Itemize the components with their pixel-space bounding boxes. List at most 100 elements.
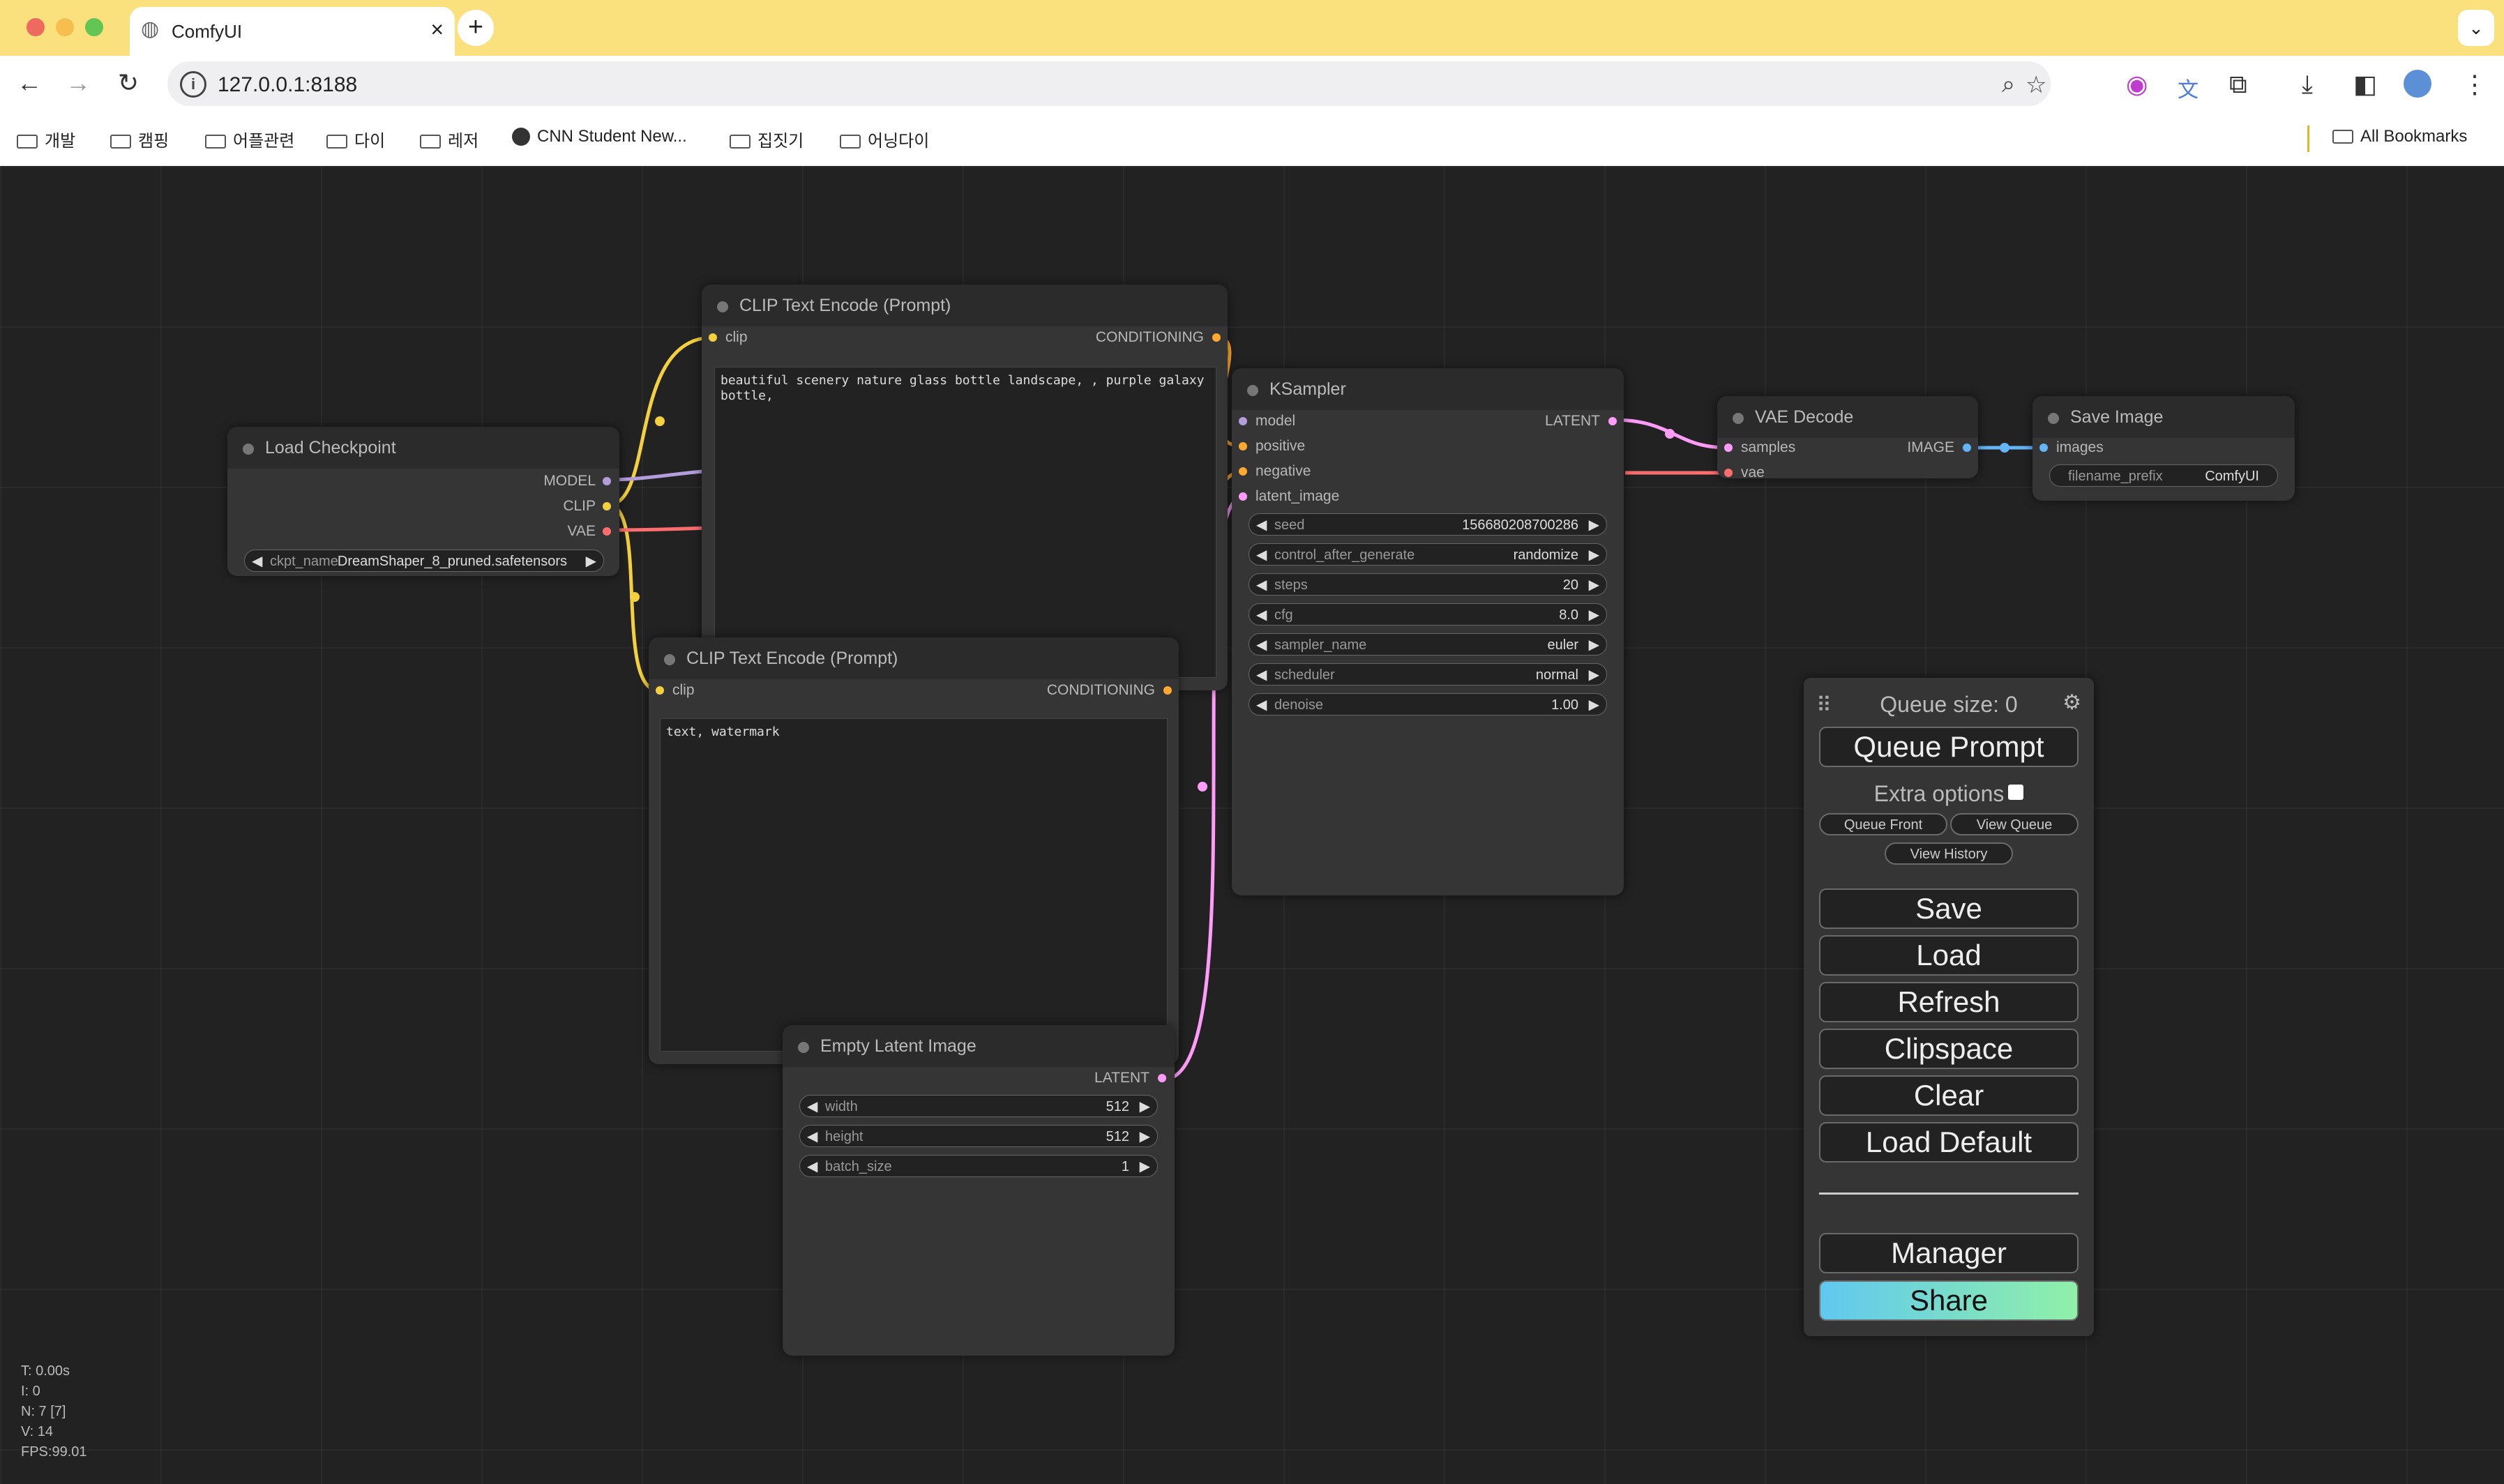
tab-close-icon[interactable]: × [430,17,444,42]
bookmark-star-icon[interactable]: ☆ [2026,72,2047,98]
input-clip-socket[interactable] [709,333,717,342]
new-tab-button[interactable]: + [458,10,494,46]
increment-arrow-icon[interactable]: ▶ [585,554,596,569]
node-title-bar[interactable]: CLIP Text Encode (Prompt) [702,285,1228,326]
gear-icon[interactable]: ⚙ [2062,691,2081,714]
decrement-arrow-icon[interactable]: ◀ [252,554,263,569]
decrement-arrow-icon[interactable]: ◀ [1256,547,1267,563]
bookmark-folder-7[interactable]: 어닝다이 [840,127,929,151]
node-vae-decode[interactable]: VAE Decode samples vae IMAGE [1717,396,1978,480]
refresh-button[interactable]: Refresh [1819,982,2079,1022]
increment-arrow-icon[interactable]: ▶ [1139,1099,1150,1114]
widget-steps[interactable]: ◀ steps 20 ▶ [1249,573,1607,596]
output-latent-socket[interactable] [1608,417,1617,425]
view-history-button[interactable]: View History [1885,842,2013,865]
input-positive-socket[interactable] [1239,442,1247,450]
widget-width[interactable]: ◀ width 512 ▶ [799,1095,1158,1117]
node-save-image[interactable]: Save Image images filename_prefix ComfyU… [2032,396,2295,501]
prompt-textarea[interactable]: text, watermark [660,718,1168,1052]
collapse-dot-icon[interactable] [2048,413,2059,424]
increment-arrow-icon[interactable]: ▶ [1588,607,1599,623]
decrement-arrow-icon[interactable]: ◀ [1256,667,1267,683]
collapse-dot-icon[interactable] [664,654,675,665]
zoom-icon[interactable]: ⌕ [2002,71,2016,98]
decrement-arrow-icon[interactable]: ◀ [1256,637,1267,653]
decrement-arrow-icon[interactable]: ◀ [1256,577,1267,593]
back-arrow-icon[interactable]: ← [17,68,42,97]
clipspace-button[interactable]: Clipspace [1819,1029,2079,1069]
output-vae-socket[interactable] [603,527,611,536]
collapse-dot-icon[interactable] [717,301,728,312]
window-close-button[interactable] [27,18,45,36]
decrement-arrow-icon[interactable]: ◀ [807,1099,818,1114]
node-clip-text-encode-negative[interactable]: CLIP Text Encode (Prompt) clip CONDITION… [649,637,1179,1064]
input-vae-socket[interactable] [1724,469,1733,477]
increment-arrow-icon[interactable]: ▶ [1139,1129,1150,1144]
widget-height[interactable]: ◀ height 512 ▶ [799,1125,1158,1147]
increment-arrow-icon[interactable]: ▶ [1588,667,1599,683]
profile-avatar-icon[interactable] [2404,70,2431,98]
node-title-bar[interactable]: KSampler [1232,368,1624,410]
decrement-arrow-icon[interactable]: ◀ [1256,517,1267,533]
bookmark-cnn[interactable]: CNN Student New... [512,127,687,146]
widget-denoise[interactable]: ◀ denoise 1.00 ▶ [1249,693,1607,716]
widget-seed[interactable]: ◀ seed 156680208700286 ▶ [1249,513,1607,536]
forward-arrow-icon[interactable]: → [66,68,91,97]
output-clip-socket[interactable] [603,502,611,510]
increment-arrow-icon[interactable]: ▶ [1588,547,1599,563]
download-icon[interactable]: ⤓ [2302,70,2313,98]
output-image-socket[interactable] [1963,444,1971,452]
input-samples-socket[interactable] [1724,444,1733,452]
share-button[interactable]: Share [1819,1280,2079,1321]
extra-options-checkbox[interactable] [2008,785,2024,800]
bookmark-folder-2[interactable]: 캠핑 [110,127,169,151]
clear-button[interactable]: Clear [1819,1075,2079,1116]
save-button[interactable]: Save [1819,888,2079,929]
increment-arrow-icon[interactable]: ▶ [1588,577,1599,593]
input-negative-socket[interactable] [1239,467,1247,476]
output-conditioning-socket[interactable] [1163,686,1172,695]
increment-arrow-icon[interactable]: ▶ [1588,637,1599,653]
bookmark-folder-1[interactable]: 개발 [17,127,75,151]
increment-arrow-icon[interactable]: ▶ [1588,517,1599,533]
collapse-dot-icon[interactable] [243,444,254,455]
prompt-textarea[interactable]: beautiful scenery nature glass bottle la… [714,367,1216,678]
tab-search-chevron-icon[interactable]: ⌄ [2458,10,2494,46]
node-ksampler[interactable]: KSampler model positive negative latent_… [1232,368,1624,895]
node-title-bar[interactable]: CLIP Text Encode (Prompt) [649,637,1179,679]
site-info-icon[interactable]: i [180,71,206,98]
widget-scheduler[interactable]: ◀ scheduler normal ▶ [1249,663,1607,686]
increment-arrow-icon[interactable]: ▶ [1588,697,1599,713]
input-latent-image-socket[interactable] [1239,492,1247,501]
node-title-bar[interactable]: VAE Decode [1717,396,1978,438]
widget-batch-size[interactable]: ◀ batch_size 1 ▶ [799,1155,1158,1177]
load-button[interactable]: Load [1819,935,2079,976]
node-title-bar[interactable]: Save Image [2032,396,2295,438]
bookmark-folder-5[interactable]: 레저 [420,127,478,151]
increment-arrow-icon[interactable]: ▶ [1139,1159,1150,1174]
decrement-arrow-icon[interactable]: ◀ [1256,697,1267,713]
window-minimize-button[interactable] [56,18,74,36]
queue-prompt-button[interactable]: Queue Prompt [1819,727,2079,767]
reload-icon[interactable]: ↻ [117,68,139,97]
manager-button[interactable]: Manager [1819,1233,2079,1273]
all-bookmarks-folder[interactable]: All Bookmarks [2332,127,2467,146]
node-empty-latent-image[interactable]: Empty Latent Image LATENT ◀ width 512 ▶ … [783,1025,1175,1356]
bookmark-folder-3[interactable]: 어플관련 [205,127,294,151]
output-model-socket[interactable] [603,477,611,485]
side-panel-icon[interactable]: ◧ [2353,70,2378,98]
drag-handle-icon[interactable]: ⠿ [1816,694,1832,717]
node-load-checkpoint[interactable]: Load Checkpoint MODEL CLIP VAE ◀ ckpt_na… [227,427,619,576]
extension-color-icon[interactable]: ◉ [2126,70,2148,98]
bookmark-folder-6[interactable]: 집짓기 [730,127,804,151]
widget-filename-prefix[interactable]: filename_prefix ComfyUI [2049,464,2278,487]
input-images-socket[interactable] [2039,444,2048,452]
view-queue-button[interactable]: View Queue [1950,813,2079,835]
decrement-arrow-icon[interactable]: ◀ [807,1129,818,1144]
window-maximize-button[interactable] [85,18,103,36]
address-bar[interactable]: i 127.0.0.1:8188 ⌕ ☆ [167,61,2051,106]
node-clip-text-encode-positive[interactable]: CLIP Text Encode (Prompt) clip CONDITION… [702,285,1228,690]
node-title-bar[interactable]: Empty Latent Image [783,1025,1175,1067]
decrement-arrow-icon[interactable]: ◀ [807,1159,818,1174]
widget-control-after-generate[interactable]: ◀ control_after_generate randomize ▶ [1249,543,1607,566]
